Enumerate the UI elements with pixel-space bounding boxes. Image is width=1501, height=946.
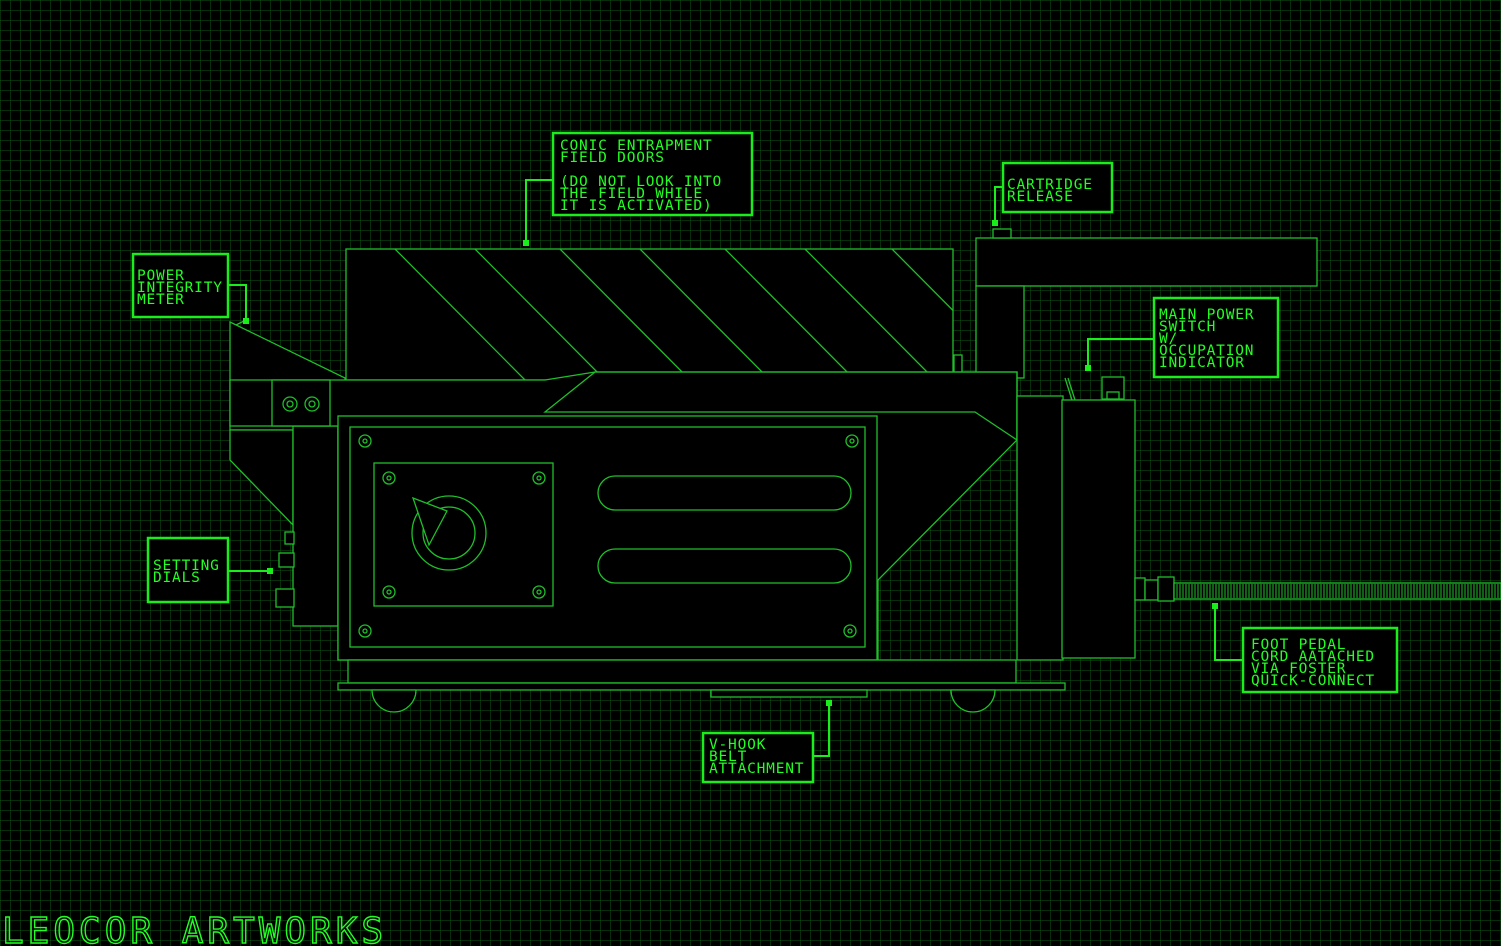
field-doors-label-1: CONIC ENTRAPMENT [560, 138, 712, 154]
callout-power-meter [131, 252, 230, 319]
switch-label-5: INDICATOR [1159, 355, 1245, 371]
belt-label-1: V-HOOK [709, 737, 766, 753]
base-plate [337, 682, 1066, 691]
vent-slot-bottom [597, 548, 852, 584]
callout-setting-dials [146, 536, 230, 604]
rear-compartment [1016, 395, 1064, 661]
belt-label-2: BELT [709, 749, 747, 765]
pedal-label-4: QUICK-CONNECT [1251, 673, 1375, 689]
dial-knob-b [278, 552, 295, 568]
meter-label-2: INTEGRITY [137, 280, 223, 296]
field-doors-label-3: (DO NOT LOOK INTO [560, 174, 722, 190]
callout-belt-attachment [701, 731, 815, 784]
meter-label-3: METER [137, 292, 185, 308]
field-doors-housing [345, 248, 954, 381]
cartridge-arm [975, 237, 1318, 287]
knob-plate-screws [382, 471, 546, 599]
field-doors-label-2: FIELD DOORS [560, 150, 665, 166]
field-doors-label-4: THE FIELD WHILE [560, 186, 703, 202]
belt-attachment [710, 689, 868, 698]
vent-slot-top [597, 475, 852, 511]
dial-knob-a [284, 531, 295, 545]
cord-connector-1 [1134, 577, 1146, 601]
callout-foot-pedal-cord [1241, 626, 1399, 694]
callout-text: CONIC ENTRAPMENT FIELD DOORS (DO NOT LOO… [137, 138, 1375, 777]
belt-label-3: ATTACHMENT [709, 761, 804, 777]
wheel-right [950, 689, 996, 713]
cartridge-label-2: RELEASE [1007, 189, 1074, 205]
leocor-watermark: LEOCOR ARTWORKS [2, 911, 387, 946]
cartridge-post [975, 285, 1025, 379]
meter-dial-right [304, 396, 320, 412]
wheel-left [371, 689, 417, 713]
meter-label-1: POWER [137, 268, 185, 284]
cartridge-label-1: CARTRIDGE [1007, 177, 1093, 193]
meter-dial-left [282, 396, 298, 412]
pedal-label-1: FOOT PEDAL [1251, 637, 1346, 653]
setting-knob-pointer [411, 496, 448, 547]
field-doors-hatching [394, 249, 953, 380]
side-panel-screws [358, 434, 859, 638]
switch-label-3: W/ [1159, 331, 1178, 347]
leader-anchors [243, 220, 1218, 706]
switch-label-4: OCCUPATION [1159, 343, 1254, 359]
cord-connector-3 [1157, 576, 1175, 602]
field-doors-label-5: IT IS ACTIVATED) [560, 198, 712, 214]
callout-cartridge-release [1001, 161, 1114, 214]
base-rail [347, 659, 1017, 684]
switch-label-2: SWITCH [1159, 319, 1216, 335]
pedal-label-3: VIA FOSTER [1251, 661, 1346, 677]
trap-device [229, 228, 1501, 713]
rear-side-plate [292, 425, 339, 627]
switch-module [1061, 399, 1136, 659]
dials-label-1: SETTING [153, 558, 220, 574]
leader-lines [228, 179, 1243, 757]
cord-connector-2 [1144, 579, 1159, 601]
meter-plate [271, 379, 331, 427]
dial-knob-c [275, 588, 295, 608]
foot-pedal-cord [1173, 582, 1501, 600]
switch-label-1: MAIN POWER [1159, 307, 1254, 323]
callout-boxes [131, 131, 1399, 784]
dials-label-2: DIALS [153, 570, 201, 586]
callout-main-power-switch [1152, 296, 1280, 379]
callout-field-doors [551, 131, 754, 217]
cartridge-release-button [992, 228, 1012, 239]
pedal-label-2: CORD AATACHED [1251, 649, 1375, 665]
cord-ribs [1176, 584, 1499, 598]
